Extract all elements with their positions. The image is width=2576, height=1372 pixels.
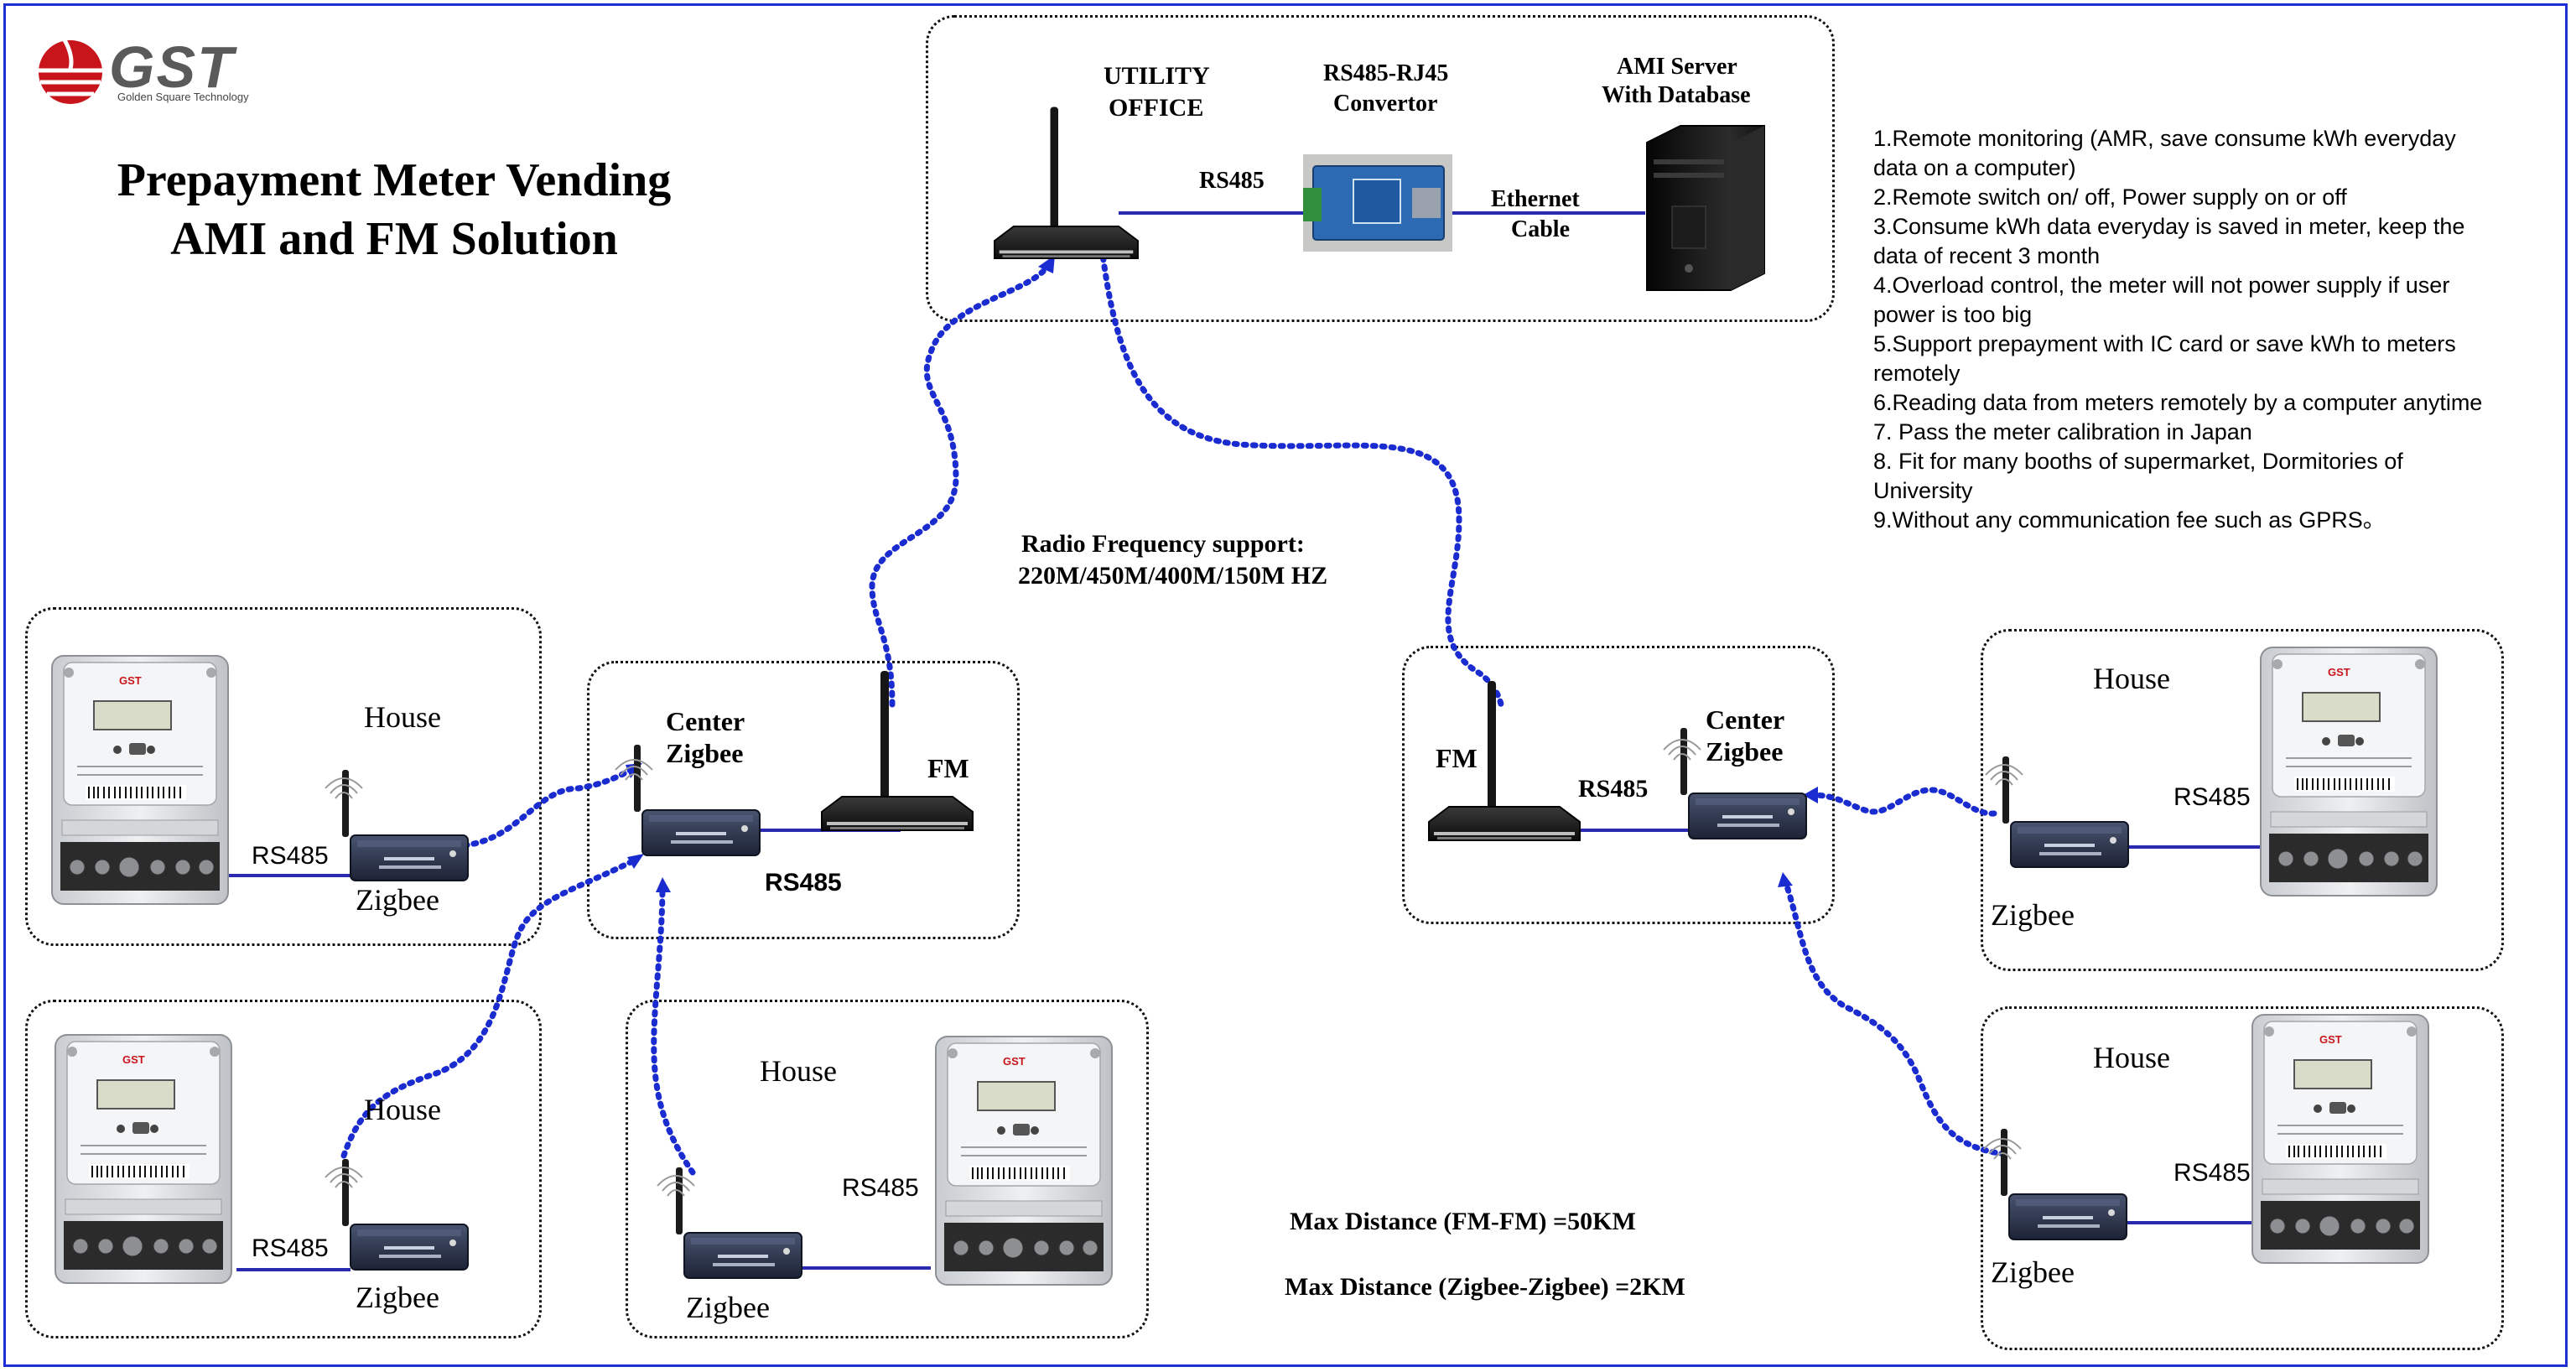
meter-house-1 (51, 655, 229, 905)
center-zigbee-label-1: Center (1706, 704, 1785, 735)
center-rs485-label-left: RS485 (765, 869, 842, 896)
max-distance-fm: Max Distance (FM-FM) =50KM (1290, 1208, 1636, 1235)
feature-item: 7. Pass the meter calibration in Japan (1873, 419, 2252, 444)
center-zigbee-label-2: Zigbee (1706, 736, 1784, 767)
page-title-line-2: AMI and FM Solution (170, 213, 618, 265)
radio-links (340, 245, 2007, 1176)
ami-server-label-1: AMI Server (1617, 54, 1737, 80)
center-zigbee-label-1: Center (666, 706, 745, 736)
gst-logo-icon (37, 37, 104, 104)
feature-item: 5.Support prepayment with IC card or sav… (1873, 331, 2456, 386)
utility-office-label-2: OFFICE (1109, 94, 1204, 122)
page-title-line-1: Prepayment Meter Vending (117, 154, 672, 206)
meter-house-5 (2251, 1014, 2429, 1264)
ethernet-label-1: Ethernet (1491, 186, 1580, 212)
gst-logo-wordmark: GST (109, 34, 235, 100)
gst-logo-subtitle: Golden Square Technology (117, 91, 249, 103)
house-label: House (760, 1054, 837, 1088)
page-title: Prepayment Meter Vending AMI and FM Solu… (50, 151, 738, 268)
fm-label-right: FM (1436, 743, 1478, 773)
center-zigbee-group-left (587, 661, 1020, 939)
link-house4-to-center-right (1808, 787, 1997, 817)
link-house2-to-center (340, 855, 641, 1159)
zigbee-label: Zigbee (1991, 898, 2075, 932)
feature-item: 2.Remote switch on/ off, Power supply on… (1873, 184, 2347, 210)
link-fm-left-to-office (869, 262, 1052, 708)
meter-brand-label: GST (1003, 1055, 1026, 1068)
zigbee-label: Zigbee (1991, 1255, 2075, 1289)
meter-brand-label: GST (122, 1053, 145, 1066)
link-house5-to-center-right (1781, 876, 2007, 1157)
feature-item: 9.Without any communication fee such as … (1873, 507, 2386, 533)
rs485-rj45-convertor (1303, 154, 1452, 252)
meter-house-2 (55, 1034, 232, 1284)
zigbee-label: Zigbee (356, 1281, 439, 1314)
feature-list: 1.Remote monitoring (AMR, save consume k… (1873, 124, 2485, 535)
radio-frequency-label-2: 220M/450M/400M/150M HZ (1018, 562, 1328, 590)
center-zigbee-group-right (1402, 646, 1835, 924)
ethernet-label-2: Cable (1511, 216, 1570, 242)
link-house1-to-center (461, 765, 637, 849)
wired-links (228, 211, 2264, 1271)
center-rs485-label-right: RS485 (1578, 775, 1649, 803)
zigbee-label: Zigbee (356, 883, 439, 917)
fm-router-left (821, 670, 974, 831)
rs485-label: RS485 (842, 1174, 919, 1202)
rs485-label: RS485 (252, 842, 329, 870)
zigbee-module-house-3 (675, 1167, 802, 1279)
house-label: House (364, 700, 441, 734)
feature-item: 6.Reading data from meters remotely by a… (1873, 390, 2483, 415)
meter-house-4 (2260, 647, 2438, 896)
rs485-label: RS485 (2174, 1159, 2251, 1187)
convertor-label-1: RS485-RJ45 (1323, 60, 1449, 86)
meter-brand-label: GST (2328, 666, 2350, 678)
outer-frame (3, 3, 2568, 1367)
meter-brand-label: GST (119, 674, 142, 687)
max-distance-zigbee: Max Distance (Zigbee-Zigbee) =2KM (1285, 1273, 1685, 1301)
house-label: House (2093, 662, 2170, 695)
utility-office-group (926, 15, 1835, 322)
rs485-label: RS485 (252, 1234, 329, 1262)
utility-office-label-1: UTILITY (1104, 62, 1210, 90)
center-zigbee-label-2: Zigbee (666, 738, 744, 768)
house-label: House (364, 1093, 441, 1126)
house-group-5 (1981, 1006, 2504, 1350)
meter-house-3 (935, 1036, 1113, 1286)
house-group-2 (25, 1000, 542, 1338)
link-office-to-fm-right (1098, 245, 1504, 708)
zigbee-label: Zigbee (686, 1291, 770, 1324)
meter-brand-label: GST (2319, 1033, 2342, 1046)
house-group-4 (1981, 629, 2504, 971)
feature-item: 3.Consume kWh data everyday is saved in … (1873, 214, 2465, 268)
feature-item: 1.Remote monitoring (AMR, save consume k… (1873, 126, 2456, 180)
house-group-1 (25, 607, 542, 946)
radio-frequency-label-1: Radio Frequency support: (1021, 530, 1305, 558)
link-house3-to-center (651, 882, 696, 1176)
convertor-label-2: Convertor (1333, 91, 1438, 117)
rs485-label: RS485 (2174, 783, 2251, 811)
fm-label-left: FM (927, 753, 969, 783)
office-rs485-label: RS485 (1199, 168, 1265, 194)
house-group-3 (626, 1000, 1149, 1338)
ami-server (1646, 125, 1765, 291)
feature-item: 4.Overload control, the meter will not p… (1873, 273, 2450, 327)
office-router (994, 106, 1139, 259)
ami-server-label-2: With Database (1602, 82, 1751, 108)
feature-item: 8. Fit for many booths of supermarket, D… (1873, 449, 2403, 503)
house-label: House (2093, 1041, 2170, 1074)
zigbee-module-house-5 (2000, 1128, 2127, 1240)
